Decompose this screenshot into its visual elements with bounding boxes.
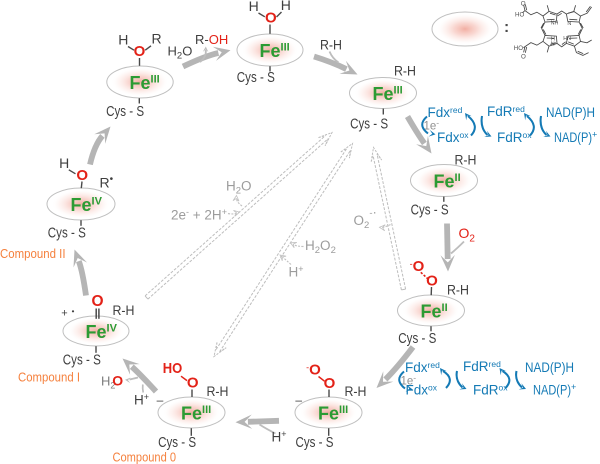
svg-text:FeII: FeII xyxy=(434,171,461,191)
svg-text:O: O xyxy=(521,54,526,61)
svg-text:NAD(P)H: NAD(P)H xyxy=(525,360,574,375)
svg-text:Cys - S: Cys - S xyxy=(48,226,86,242)
svg-text:NAD(P)H: NAD(P)H xyxy=(546,105,595,120)
svg-text:Compound 0: Compound 0 xyxy=(113,451,177,464)
svg-text:O: O xyxy=(112,373,123,389)
svg-text:Cys - S: Cys - S xyxy=(398,331,436,347)
svg-text:R-H: R-H xyxy=(113,302,135,318)
svg-text:O: O xyxy=(91,293,103,310)
svg-text:Compound I: Compound I xyxy=(18,370,80,384)
svg-text:1e-: 1e- xyxy=(424,118,440,133)
svg-text:Cys - S: Cys - S xyxy=(106,104,144,120)
svg-text:NAD(P)+: NAD(P)+ xyxy=(554,130,597,146)
svg-text::: : xyxy=(504,19,509,36)
svg-text:N: N xyxy=(567,21,571,27)
svg-text:2e- + 2H+: 2e- + 2H+ xyxy=(171,207,227,223)
svg-text:–: – xyxy=(157,393,164,407)
svg-text:Cys - S: Cys - S xyxy=(237,70,275,86)
svg-text:HO: HO xyxy=(514,45,523,52)
svg-text:Cys - S: Cys - S xyxy=(350,116,388,132)
svg-text:O: O xyxy=(521,0,526,7)
svg-text:+: + xyxy=(61,308,67,320)
svg-text:H: H xyxy=(281,0,291,13)
svg-text:FeII: FeII xyxy=(421,301,448,321)
svg-text:Compound II: Compound II xyxy=(0,247,66,261)
svg-text:H: H xyxy=(118,32,128,48)
svg-text:-O: -O xyxy=(410,258,425,275)
svg-text:R-H: R-H xyxy=(345,383,367,399)
svg-text:O: O xyxy=(265,10,277,27)
svg-text:H: H xyxy=(59,155,69,171)
svg-text:H2O: H2O xyxy=(168,44,193,62)
svg-text:H2O: H2O xyxy=(226,179,252,197)
svg-text:HO: HO xyxy=(163,360,183,377)
svg-text:H2O2: H2O2 xyxy=(305,238,336,256)
svg-text:HO: HO xyxy=(515,11,524,18)
svg-text:R-H: R-H xyxy=(320,37,342,53)
svg-text:R-OH: R-OH xyxy=(195,32,228,47)
svg-text:N: N xyxy=(551,41,555,47)
svg-text:O: O xyxy=(134,43,146,60)
svg-text:H: H xyxy=(551,36,555,42)
svg-text:Cys - S: Cys - S xyxy=(158,435,196,451)
svg-text:R-H: R-H xyxy=(455,152,477,168)
svg-text:-O: -O xyxy=(306,362,321,379)
svg-text:R-H: R-H xyxy=(394,63,416,79)
svg-text:Cys - S: Cys - S xyxy=(411,202,449,218)
svg-text:O: O xyxy=(76,167,88,184)
svg-text:NH: NH xyxy=(551,21,559,27)
svg-text:O: O xyxy=(426,272,438,289)
svg-text:NAD(P)+: NAD(P)+ xyxy=(533,382,576,398)
svg-text:Cys - S: Cys - S xyxy=(296,435,334,451)
svg-text:HN: HN xyxy=(563,36,571,42)
svg-text:O: O xyxy=(187,374,199,391)
svg-text:H: H xyxy=(249,0,259,14)
svg-text:R: R xyxy=(151,31,161,47)
svg-text:R-H: R-H xyxy=(447,282,469,298)
svg-text:Cys - S: Cys - S xyxy=(63,353,101,369)
svg-text:O: O xyxy=(324,375,336,392)
svg-text:–: – xyxy=(295,393,302,407)
svg-text:1e-: 1e- xyxy=(401,373,417,388)
svg-text:R-H: R-H xyxy=(207,383,229,399)
